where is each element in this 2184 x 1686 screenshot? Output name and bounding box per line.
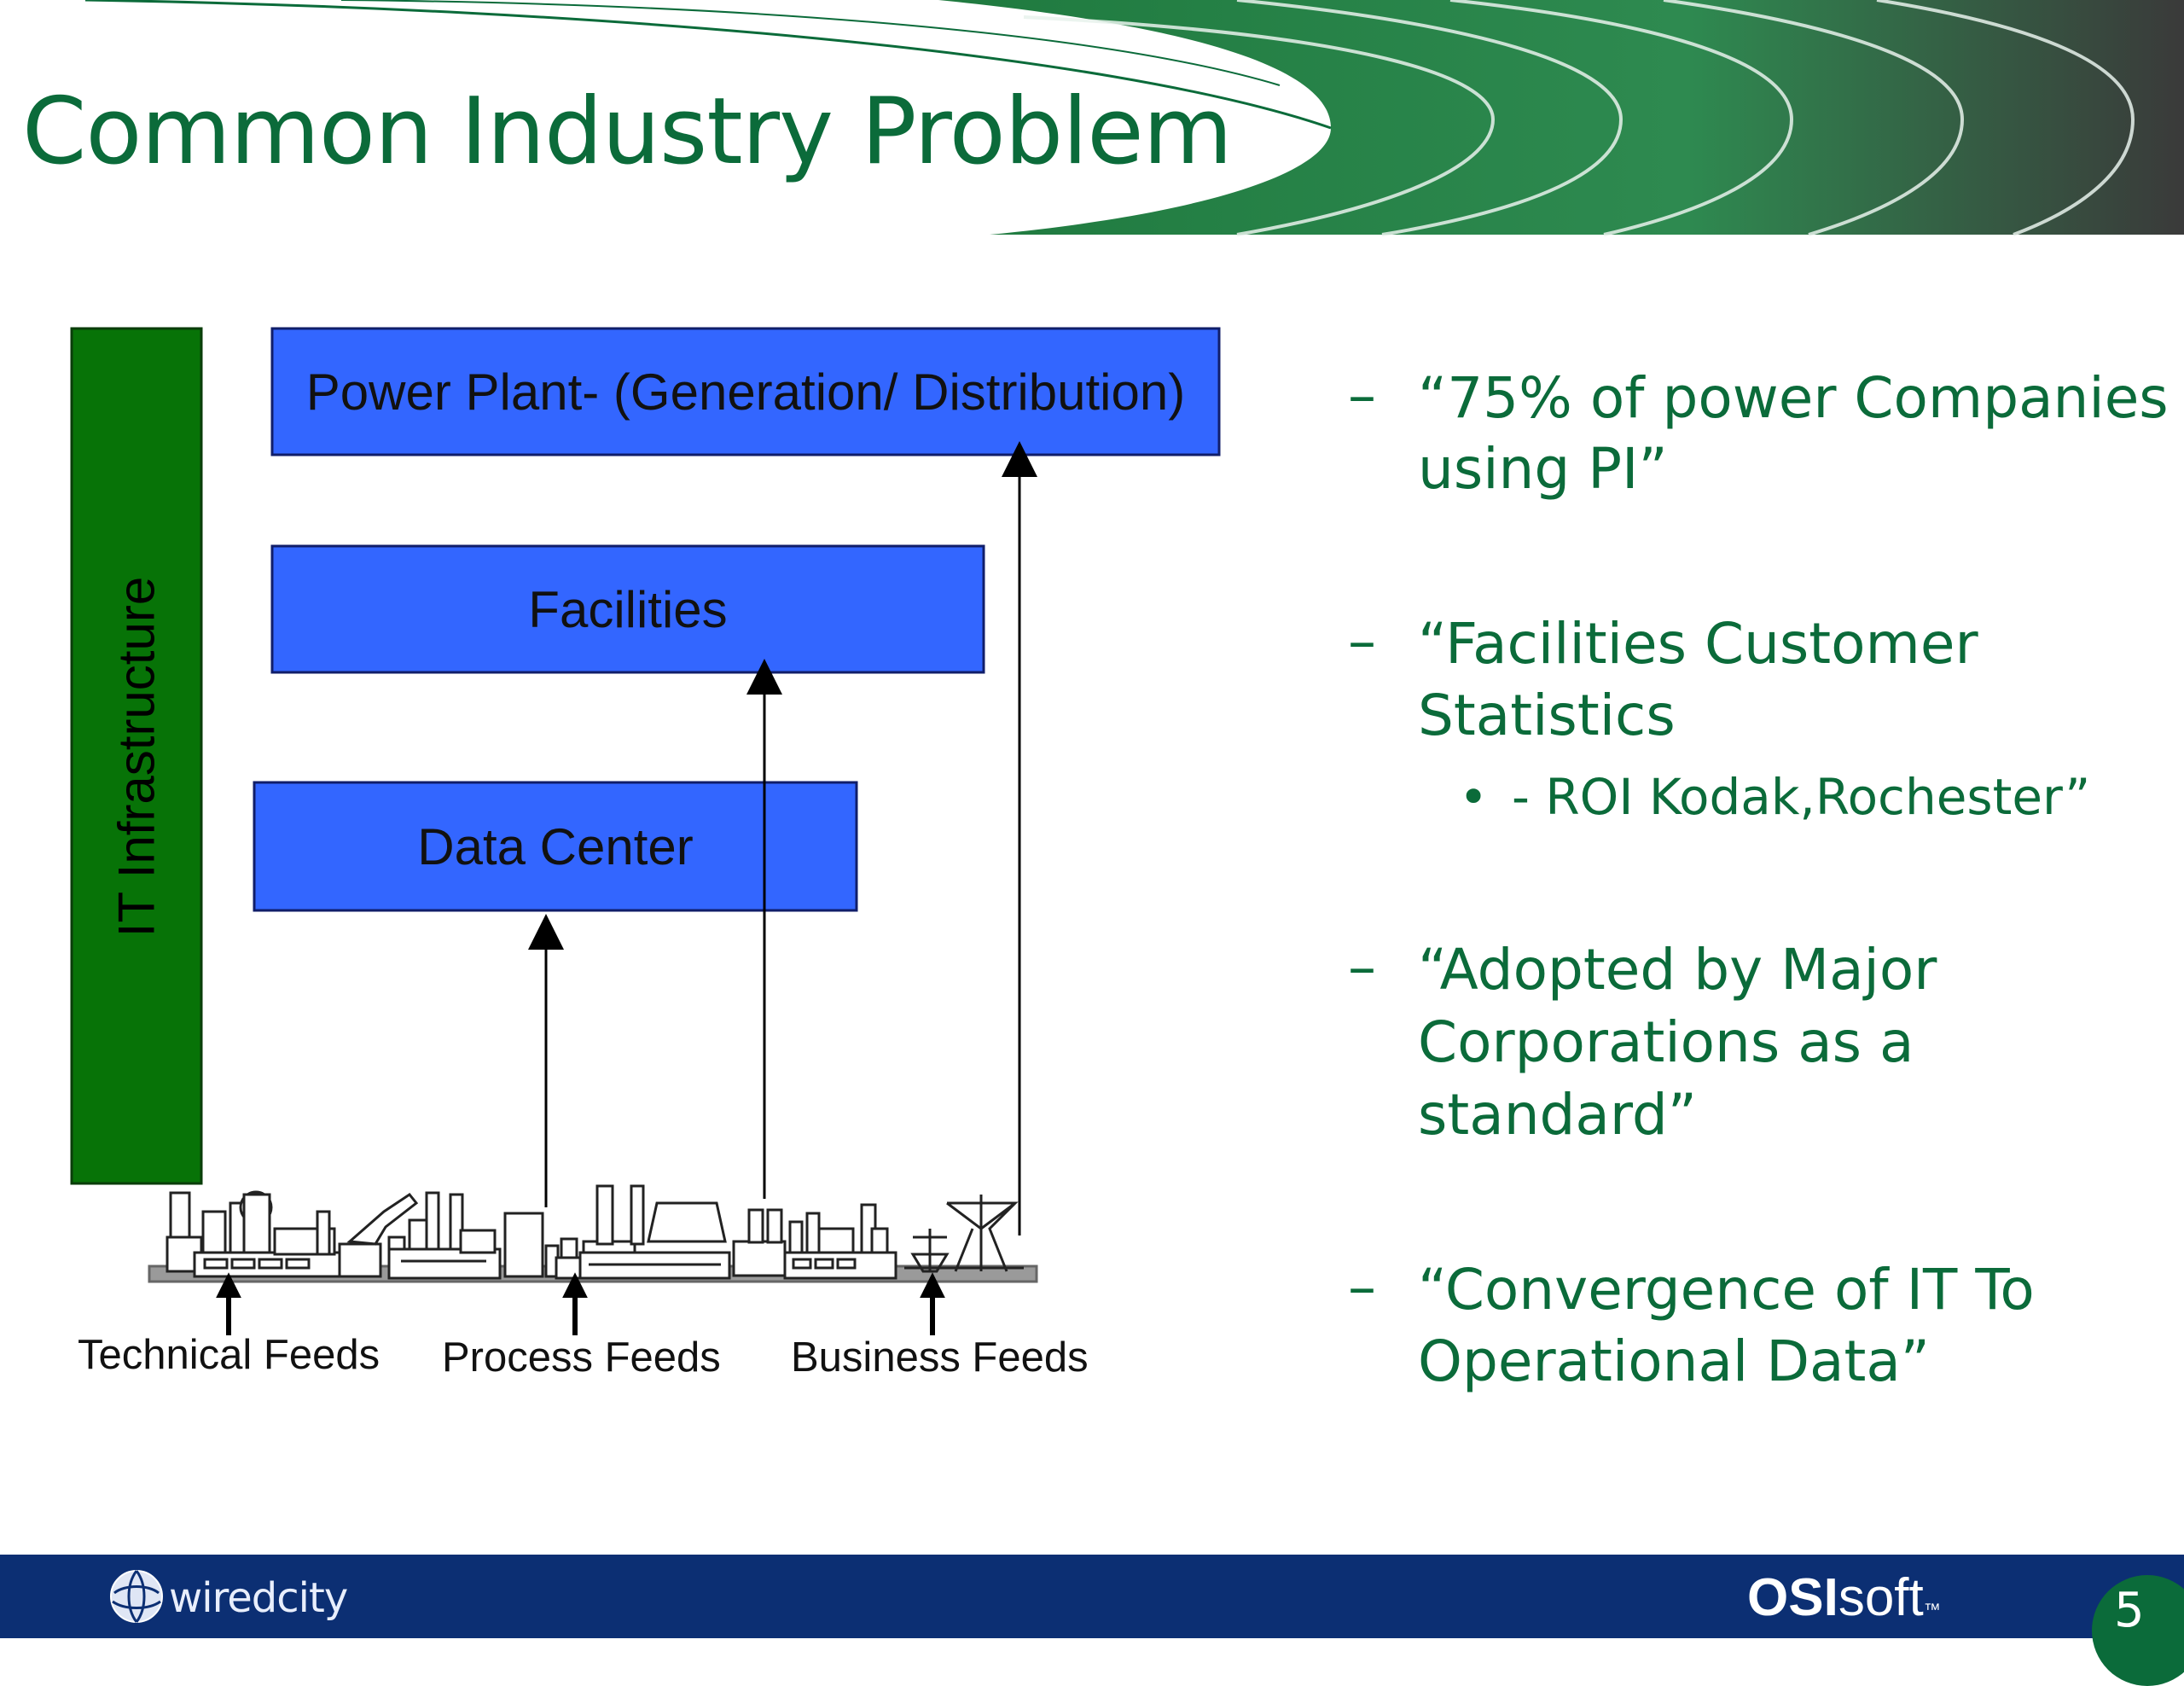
wiredcity-logo: wiredcity <box>169 1574 348 1622</box>
osisoft-logo: OSIsoft™ <box>1747 1567 1941 1628</box>
bullet-3-line-1: “Adopted by Major <box>1418 937 1937 1003</box>
page-number: 5 <box>2114 1583 2145 1638</box>
footer-bar <box>0 1555 2184 1638</box>
data-center-box <box>253 781 858 912</box>
header-swoosh-graphic <box>84 0 2184 236</box>
industrial-skyline-illustration <box>148 1184 1038 1283</box>
bullet-dash-3: – <box>1348 934 1376 1000</box>
diagram-graphics <box>70 327 1221 1335</box>
power-plant-label: Power Plant- (Generation/ Distribution) <box>305 363 1186 421</box>
slide-title: Common Industry Problem <box>22 78 1233 185</box>
bullet-2-line-1: “Facilities Customer <box>1418 611 1978 677</box>
bullet-1-line-1: “75% of power Companies <box>1418 365 2169 431</box>
bullet-2-line-2: Statistics <box>1418 683 1676 748</box>
osisoft-logo-tm: ™ <box>1923 1601 1941 1619</box>
bullet-4-line-2: Operational Data” <box>1418 1328 1930 1394</box>
osisoft-logo-light: soft <box>1838 1568 1924 1627</box>
sub-bullet-marker: • <box>1459 768 1489 826</box>
process-feeds-label: Process Feeds <box>442 1334 721 1381</box>
facilities-label: Facilities <box>528 581 728 638</box>
bullet-3-line-2: Corporations as a <box>1418 1009 1914 1075</box>
bullet-dash-1: – <box>1348 363 1376 428</box>
it-infrastructure-label: IT Infrastructure <box>107 576 166 938</box>
osisoft-logo-bold: OSI <box>1747 1568 1838 1627</box>
bullet-3-line-3: standard” <box>1418 1082 1697 1148</box>
bullet-4-line-1: “Convergence of IT To <box>1418 1257 2035 1323</box>
bullet-dash-4: – <box>1348 1254 1376 1320</box>
bullet-1-line-2: using PI” <box>1418 436 1668 502</box>
power-plant-box <box>270 327 1221 456</box>
bullet-dash-2: – <box>1348 608 1376 674</box>
it-infrastructure-bar <box>70 327 203 1185</box>
sub-bullet-roi-kodak: - ROI Kodak,Rochester” <box>1512 768 2091 826</box>
technical-feeds-label: Technical Feeds <box>78 1332 380 1378</box>
business-feeds-label: Business Feeds <box>791 1334 1089 1381</box>
data-center-label: Data Center <box>417 818 694 875</box>
facilities-box <box>270 544 985 674</box>
feed-arrows <box>216 1272 945 1335</box>
wiredcity-globe-icon <box>110 1570 163 1623</box>
